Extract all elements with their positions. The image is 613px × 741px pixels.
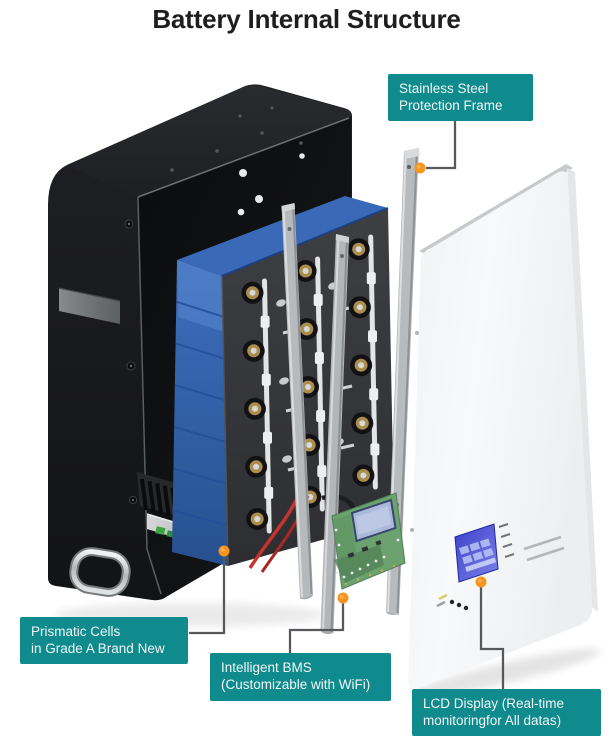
callout-label-lcd: LCD Display (Real-time monitoringfor All… <box>412 689 601 736</box>
callout-frame-line1: Stainless Steel <box>399 81 489 96</box>
indicator-marks <box>498 523 515 558</box>
side-vent-stripe <box>59 288 120 324</box>
steel-bar-left <box>281 203 313 600</box>
cell-seams <box>172 300 228 527</box>
callout-lcd-line1: LCD Display (Real-time <box>423 696 565 711</box>
callout-dots <box>218 162 487 604</box>
callout-label-cells: Prismatic Cells in Grade A Brand New <box>20 617 188 664</box>
callout-cells-line2: in Grade A Brand New <box>31 641 165 656</box>
callout-line-lcd <box>479 587 505 690</box>
cell-terminals <box>241 238 375 530</box>
cover-print-lines <box>523 535 565 562</box>
cover-buttons <box>436 593 469 611</box>
front-cover <box>408 164 598 690</box>
callout-label-bms: Intelligent BMS (Customizable with WiFi) <box>210 653 391 701</box>
page-title: Battery Internal Structure <box>152 4 461 34</box>
callout-frame-line2: Protection Frame <box>399 98 503 113</box>
busbar-tabs <box>260 272 380 499</box>
rim-screws <box>170 106 303 172</box>
callout-line-cells <box>189 556 226 635</box>
callout-lcd-line2: monitoringfor All datas) <box>423 713 562 728</box>
callout-line-frame <box>426 119 457 170</box>
steel-support-bars <box>281 203 359 635</box>
lcd-display <box>454 523 499 583</box>
callout-bms-line2: (Customizable with WiFi) <box>221 677 371 692</box>
callout-lines <box>189 119 505 690</box>
bms-board <box>331 492 406 590</box>
callout-bms-line1: Intelligent BMS <box>221 660 312 675</box>
case-screws <box>124 219 138 505</box>
callout-label-frame: Stainless Steel Protection Frame <box>388 74 533 121</box>
prismatic-cell-pack <box>172 196 394 567</box>
carry-handle <box>69 547 131 597</box>
callout-cells-line1: Prismatic Cells <box>31 624 121 639</box>
back-panel-holes <box>237 153 305 216</box>
callout-line-bms <box>288 603 345 654</box>
bms-components <box>334 528 400 579</box>
